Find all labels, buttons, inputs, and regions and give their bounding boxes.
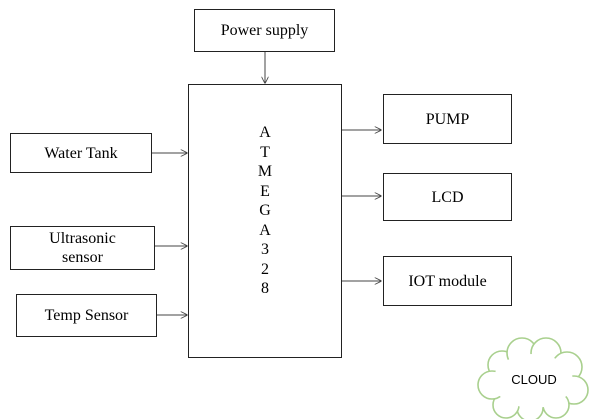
atmega328-label: A T M E G A 3 2 8 xyxy=(189,123,341,299)
ultrasonic-label-line1: Ultrasonic xyxy=(49,230,116,247)
mcu-letter: T xyxy=(260,143,270,161)
temp-sensor-block: Temp Sensor xyxy=(16,294,157,337)
lcd-block: LCD xyxy=(383,173,512,221)
mcu-letter: 8 xyxy=(261,280,269,297)
iot-module-block: IOT module xyxy=(383,256,512,306)
water-tank-block: Water Tank xyxy=(10,133,152,173)
atmega328-block: A T M E G A 3 2 8 xyxy=(188,84,342,358)
mcu-letter: G xyxy=(259,202,271,219)
ultrasonic-label-line2: sensor xyxy=(62,249,103,266)
pump-block: PUMP xyxy=(383,94,512,144)
ultrasonic-sensor-block: Ultrasonic sensor xyxy=(10,226,155,270)
temp-sensor-label: Temp Sensor xyxy=(44,307,129,324)
mcu-letter: A xyxy=(259,221,271,239)
lcd-label: LCD xyxy=(431,188,464,206)
iot-module-label: IOT module xyxy=(408,272,487,290)
power-supply-label: Power supply xyxy=(220,22,309,39)
mcu-letter: E xyxy=(260,182,270,200)
water-tank-label: Water Tank xyxy=(44,144,118,162)
power-supply-block: Power supply xyxy=(194,9,335,52)
mcu-letter: 3 xyxy=(261,241,269,258)
cloud-label: CLOUD xyxy=(511,372,557,387)
mcu-letter: 2 xyxy=(261,260,269,278)
pump-label: PUMP xyxy=(425,110,470,128)
mcu-letter: A xyxy=(259,124,271,141)
cloud-shape xyxy=(477,337,589,419)
mcu-letter: M xyxy=(257,163,273,180)
